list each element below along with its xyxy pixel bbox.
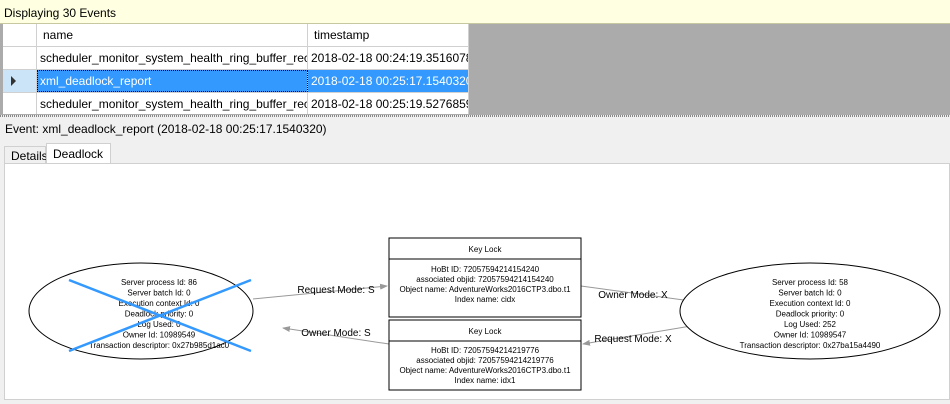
event-label: Event: xml_deadlock_report (2018-02-18 0… bbox=[5, 122, 327, 136]
cell-name[interactable]: scheduler_monitor_system_health_ring_buf… bbox=[37, 93, 308, 114]
node-text-line: Server batch Id: 0 bbox=[778, 289, 842, 298]
row-selector[interactable] bbox=[3, 70, 37, 92]
node-text-line: Owner Id: 10989547 bbox=[774, 331, 847, 340]
lock-title: Key Lock bbox=[469, 245, 503, 254]
edge-victim-request bbox=[252, 283, 388, 300]
edge-label: Owner Mode: X bbox=[598, 290, 668, 301]
node-text-line: Log Used: 0 bbox=[137, 320, 181, 329]
column-header-timestamp[interactable]: timestamp bbox=[308, 24, 469, 46]
cell-name[interactable]: xml_deadlock_report bbox=[37, 70, 308, 92]
edge-label: Owner Mode: S bbox=[301, 328, 371, 339]
node-text-line: Owner Id: 10989549 bbox=[123, 331, 196, 340]
node-text-line: Log Used: 252 bbox=[784, 320, 837, 329]
row-selector[interactable] bbox=[3, 93, 37, 114]
table-row[interactable]: scheduler_monitor_system_health_ring_buf… bbox=[3, 47, 469, 70]
node-text-line: Server process Id: 86 bbox=[121, 278, 198, 287]
table-row-selected[interactable]: xml_deadlock_report 2018-02-18 00:25:17.… bbox=[3, 70, 469, 93]
edge-label: Request Mode: X bbox=[594, 334, 672, 345]
tab-details[interactable]: Details bbox=[4, 146, 48, 164]
cell-timestamp[interactable]: 2018-02-18 00:25:17.1540320 bbox=[308, 70, 469, 92]
table-row[interactable]: scheduler_monitor_system_health_ring_buf… bbox=[3, 93, 469, 114]
events-grid[interactable]: name timestamp scheduler_monitor_system_… bbox=[0, 24, 950, 116]
node-text-line: associated objid: 72057594214219776 bbox=[416, 356, 554, 365]
node-text-line: Object name: AdventureWorks2016CTP3.dbo.… bbox=[399, 366, 571, 375]
edge-lock1-owner bbox=[580, 285, 692, 304]
event-count-status: Displaying 30 Events bbox=[0, 0, 950, 24]
tab-deadlock[interactable]: Deadlock bbox=[46, 143, 111, 165]
node-text-line: Deadlock priority: 0 bbox=[776, 310, 845, 319]
node-text-line: Execution context Id: 0 bbox=[119, 299, 200, 308]
grid-header: name timestamp bbox=[3, 24, 469, 47]
splitter[interactable] bbox=[0, 115, 950, 117]
edge-label: Request Mode: S bbox=[297, 285, 375, 296]
current-row-arrow-icon bbox=[11, 76, 16, 86]
node-text-line: HoBt ID: 72057594214154240 bbox=[431, 265, 540, 274]
key-lock-node[interactable]: Key Lock HoBt ID: 72057594214154240assoc… bbox=[388, 237, 582, 318]
deadlock-graph-panel: Request Mode: S Owner Mode: X Request Mo… bbox=[4, 163, 950, 400]
process-node[interactable]: Server process Id: 58 Server batch Id: 0E… bbox=[679, 262, 941, 360]
deadlock-graph: Request Mode: S Owner Mode: X Request Mo… bbox=[28, 237, 941, 391]
cell-name[interactable]: scheduler_monitor_system_health_ring_buf… bbox=[37, 47, 308, 69]
edge-lock2-owner bbox=[282, 326, 390, 345]
row-selector[interactable] bbox=[3, 47, 37, 69]
edge-p2-request bbox=[582, 325, 692, 346]
node-text-line: Object name: AdventureWorks2016CTP3.dbo.… bbox=[399, 285, 571, 294]
node-text-line: Server batch Id: 0 bbox=[127, 289, 191, 298]
row-header-corner bbox=[3, 24, 37, 46]
node-text-line: HoBt ID: 72057594214219776 bbox=[431, 346, 540, 355]
node-text-line: Server process Id: 58 bbox=[772, 278, 849, 287]
node-text-line: Execution context Id: 0 bbox=[770, 299, 851, 308]
node-text-line: Transaction descriptor: 0x27b985d1ac0 bbox=[89, 341, 230, 350]
cell-timestamp[interactable]: 2018-02-18 00:24:19.3516078 bbox=[308, 47, 469, 69]
cell-timestamp[interactable]: 2018-02-18 00:25:19.5276859 bbox=[308, 93, 469, 114]
key-lock-node[interactable]: Key Lock HoBt ID: 72057594214219776assoc… bbox=[388, 319, 582, 391]
lock-title: Key Lock bbox=[469, 327, 503, 336]
victim-cross-icon bbox=[68, 278, 252, 353]
victim-process-node[interactable]: Server process Id: 86 Server batch Id: 0E… bbox=[28, 262, 254, 360]
node-text-line: Transaction descriptor: 0x27ba15a4490 bbox=[740, 341, 881, 350]
column-header-name[interactable]: name bbox=[37, 24, 308, 46]
node-text-line: Index name: idx1 bbox=[455, 376, 516, 385]
node-text-line: Index name: cidx bbox=[455, 295, 515, 304]
node-text-line: associated objid: 72057594214154240 bbox=[416, 275, 554, 284]
